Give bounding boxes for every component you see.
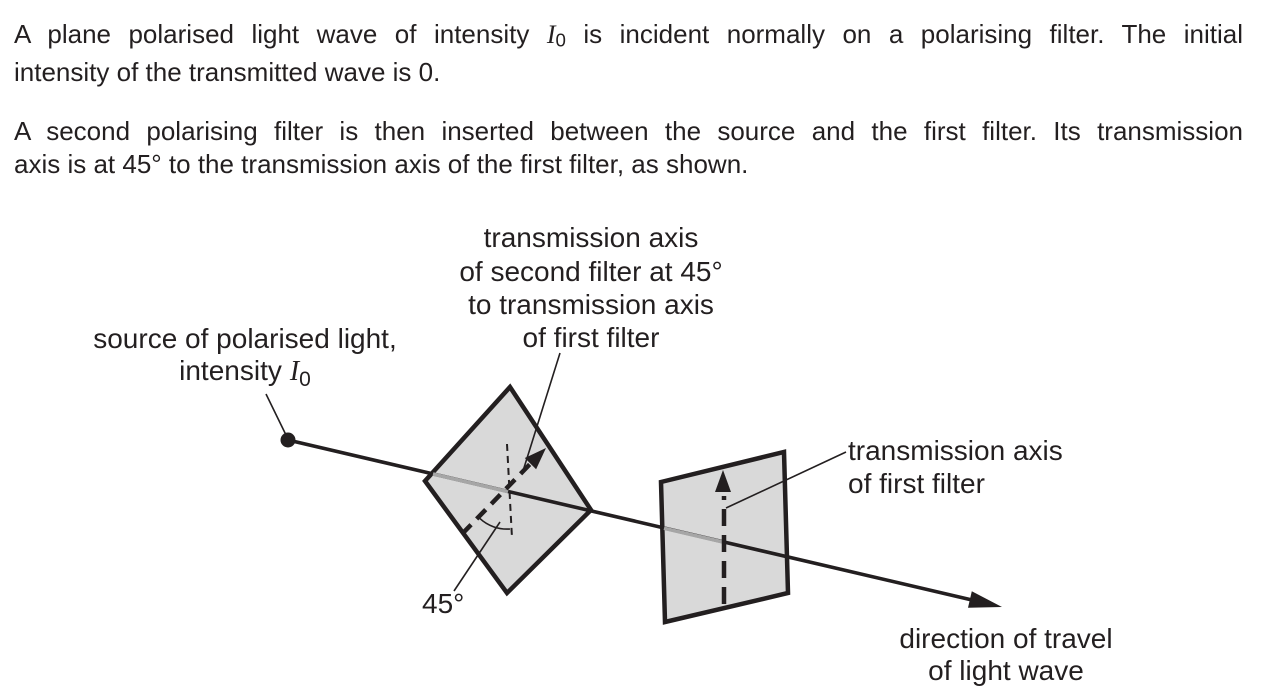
first-filter-axis-leader-line <box>725 451 847 509</box>
direction-label: direction of travel of light wave <box>899 623 1112 686</box>
second-filter-vertical-reference-dashed-line <box>506 443 513 539</box>
first-filter-axis-label-line-2: of first filter <box>848 468 985 499</box>
first-filter-axis-label-line-1: transmission axis <box>848 435 1063 466</box>
source-label-line-1: source of polarised light, <box>93 323 397 354</box>
intensity-symbol: I <box>546 20 556 49</box>
second-filter-axis-dashed-line <box>460 458 536 536</box>
paragraph-2-line-1: A second polarising filter is then inser… <box>14 116 1243 146</box>
paragraph-1-line-2: intensity of the transmitted wave is 0. <box>14 57 441 88</box>
paragraph-1-line-1: A plane polarised light wave of intensit… <box>14 18 1243 56</box>
direction-label-line-2: of light wave <box>928 655 1084 686</box>
light-ray-behind-first-filter <box>663 526 725 545</box>
direction-label-line-1: direction of travel <box>899 623 1112 654</box>
source-label-intensity-text: intensity <box>179 355 282 386</box>
second-filter-axis-label-line-3: to transmission axis <box>468 289 714 320</box>
paragraph-1-text: A plane polarised light wave of intensit… <box>14 19 547 49</box>
first-filter-axis-arrowhead <box>715 470 731 492</box>
intensity-subscript: 0 <box>555 29 566 51</box>
angle-arc <box>479 517 511 530</box>
angle-leader-line <box>453 521 501 592</box>
paragraph-1-text-cont: is incident normally on a polarising fil… <box>565 19 1243 49</box>
second-filter-axis-arrowhead <box>524 448 546 470</box>
source-leader-line <box>265 393 287 436</box>
light-ray-behind-second-filter <box>432 472 509 494</box>
intro-paragraph-2: A second polarising filter is then inser… <box>14 115 1243 181</box>
intro-paragraph-1: A plane polarised light wave of intensit… <box>14 18 1243 89</box>
first-filter-axis-label: transmission axis of first filter <box>848 435 1063 499</box>
source-intensity-symbol: I <box>289 356 301 387</box>
source-intensity-subscript: 0 <box>299 368 311 391</box>
light-ray-arrowhead <box>968 591 1002 608</box>
second-filter-axis-label: transmission axis of second filter at 45… <box>459 222 722 353</box>
angle-label: 45° <box>422 588 464 619</box>
light-ray <box>287 438 973 602</box>
paragraph-2-line-2: axis is at 45° to the transmission axis … <box>14 149 749 179</box>
second-filter-axis-leader-line <box>522 352 561 472</box>
light-source-dot <box>280 432 296 448</box>
second-filter-axis-label-line-1: transmission axis <box>484 222 699 253</box>
second-filter-axis-label-line-2: of second filter at 45° <box>459 256 722 287</box>
second-filter-axis-label-line-4: of first filter <box>523 322 660 353</box>
